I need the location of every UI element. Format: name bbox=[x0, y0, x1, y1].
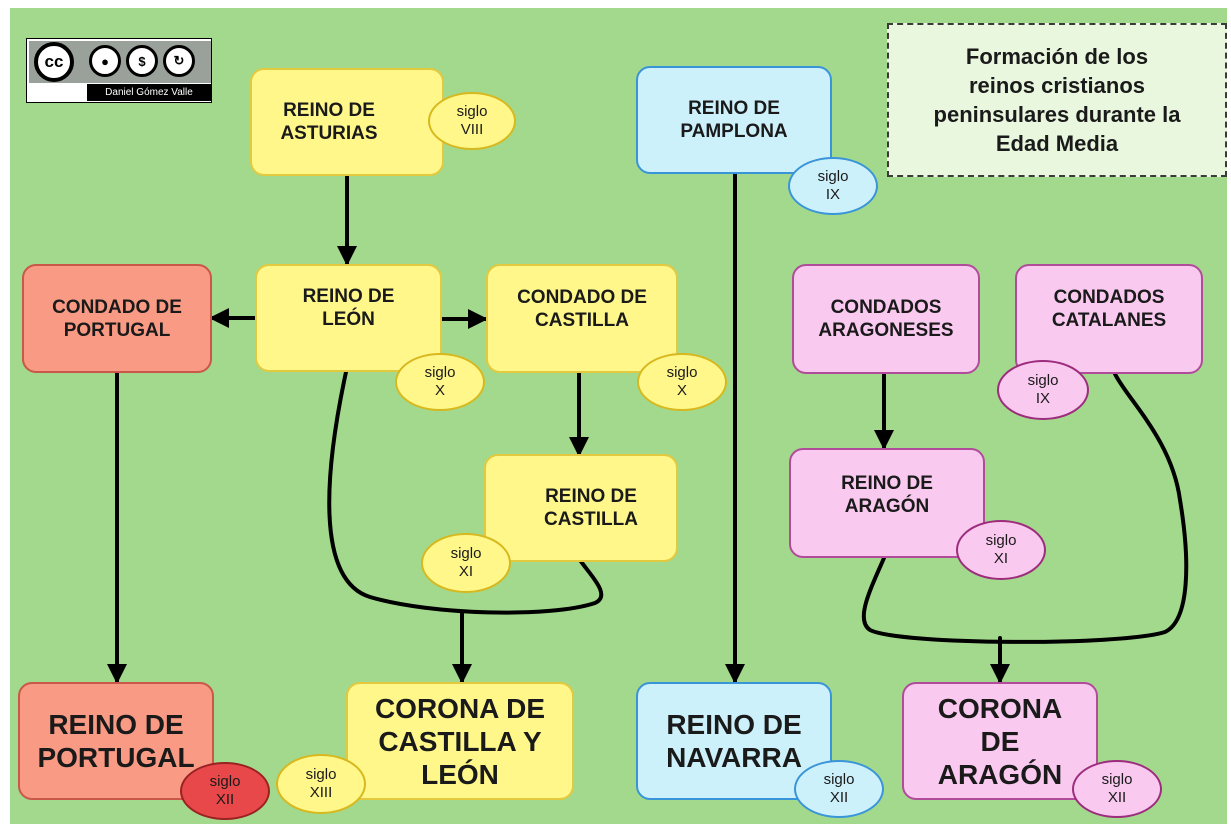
node-condado-castilla: CONDADO DE CASTILLA bbox=[486, 264, 678, 373]
node-reino-castilla: REINO DE CASTILLA bbox=[484, 454, 678, 562]
node-reino-asturias: REINO DE ASTURIAS bbox=[250, 68, 444, 176]
badge-asturias: siglo VIII bbox=[428, 92, 516, 150]
badge-leon: siglo X bbox=[395, 353, 485, 411]
license-icons: cc ● $ ↻ bbox=[29, 41, 211, 83]
badge-navarra: siglo XII bbox=[794, 760, 884, 818]
badge-portugal: siglo XII bbox=[180, 762, 270, 820]
node-reino-portugal: REINO DE PORTUGAL bbox=[18, 682, 214, 800]
badge-corona-aragon: siglo XII bbox=[1072, 760, 1162, 818]
node-corona-castilla-leon: CORONA DE CASTILLA Y LEÓN bbox=[346, 682, 574, 800]
badge-condados-catalanes: siglo IX bbox=[997, 360, 1089, 420]
badge-pamplona: siglo IX bbox=[788, 157, 878, 215]
attribution-icon: ● bbox=[89, 45, 121, 77]
creative-commons-icon: cc bbox=[34, 42, 74, 82]
title-box: Formación de los reinos cristianos penin… bbox=[887, 23, 1227, 177]
merge-line-castilla-leon bbox=[327, 370, 604, 615]
badge-castilla: siglo XI bbox=[421, 533, 511, 593]
cc-license-badge: cc ● $ ↻ Daniel Gómez Valle bbox=[26, 38, 212, 103]
sharealike-icon: ↻ bbox=[163, 45, 195, 77]
badge-corona-castilla: siglo XIII bbox=[276, 754, 366, 814]
merge-line-aragon-catalanes bbox=[861, 372, 1189, 644]
badge-aragon: siglo XI bbox=[956, 520, 1046, 580]
noncommercial-icon: $ bbox=[126, 45, 158, 77]
node-condado-portugal: CONDADO DE PORTUGAL bbox=[22, 264, 212, 373]
node-reino-pamplona: REINO DE PAMPLONA bbox=[636, 66, 832, 174]
diagram-title: Formación de los reinos cristianos penin… bbox=[933, 44, 1181, 156]
license-credit: Daniel Gómez Valle bbox=[87, 84, 211, 101]
node-corona-aragon: CORONA DE ARAGÓN bbox=[902, 682, 1098, 800]
badge-condado-castilla: siglo X bbox=[637, 353, 727, 411]
node-condados-aragoneses: CONDADOS ARAGONESES bbox=[792, 264, 980, 374]
node-condados-catalanes: CONDADOS CATALANES bbox=[1015, 264, 1203, 374]
node-reino-aragon: REINO DE ARAGÓN bbox=[789, 448, 985, 558]
node-reino-leon: REINO DE LEÓN bbox=[255, 264, 442, 372]
